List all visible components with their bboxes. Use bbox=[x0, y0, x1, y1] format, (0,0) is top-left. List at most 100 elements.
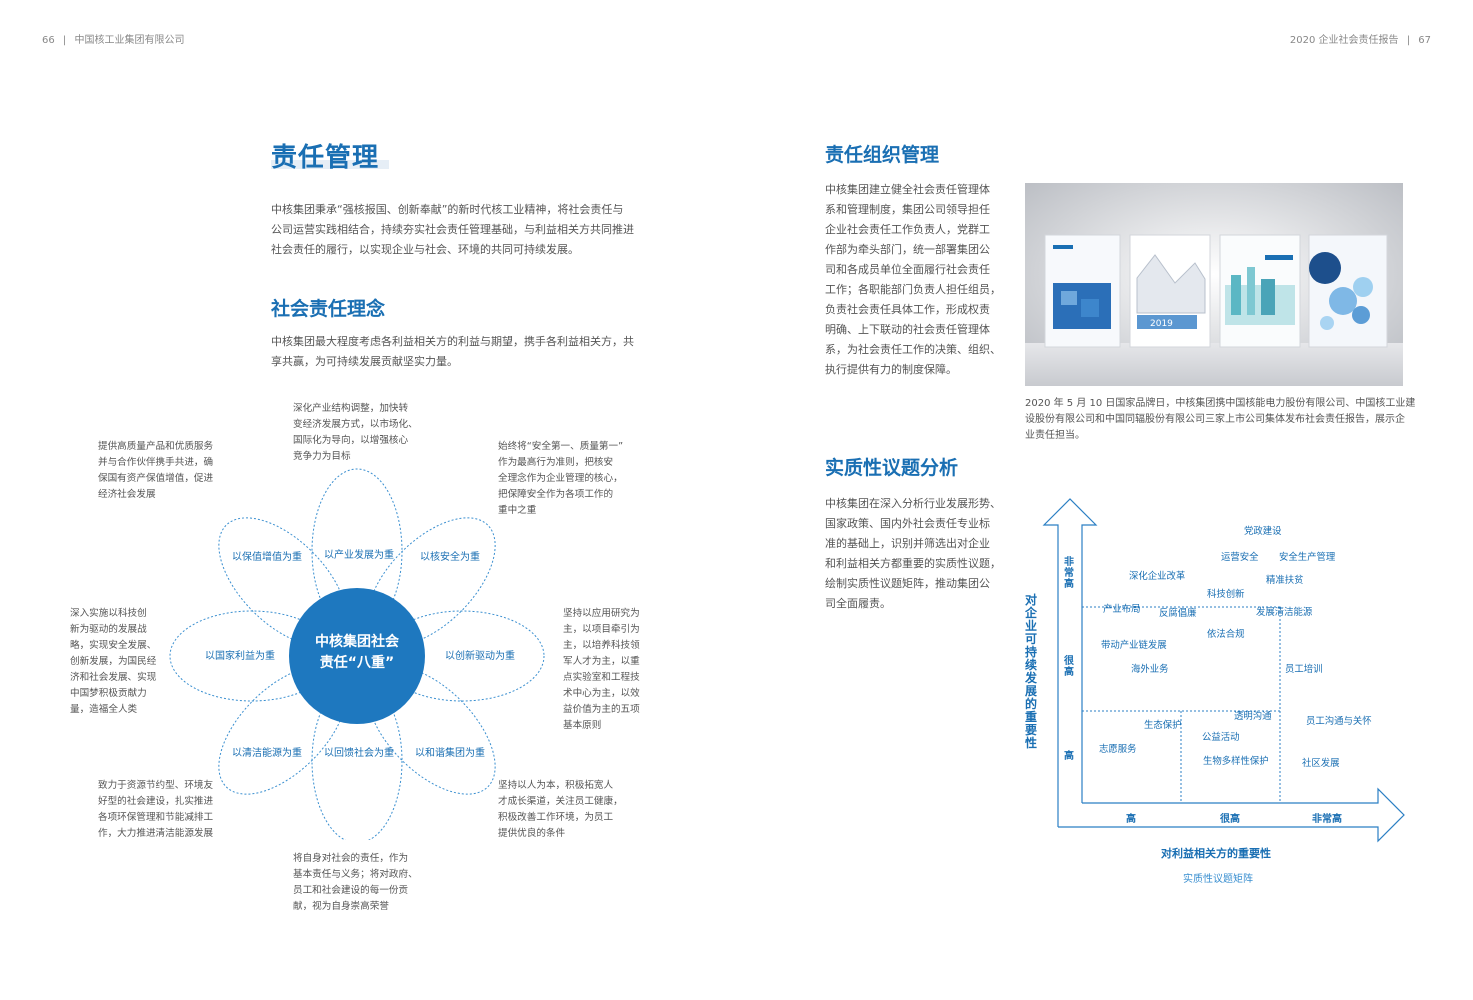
x-axis-title: 对利益相关方的重要性 bbox=[1161, 847, 1271, 860]
petal-label-national-interest: 以国家利益为重 bbox=[205, 651, 275, 662]
paragraph-line: 明确、上下联动的社会责任管理体 bbox=[825, 323, 990, 336]
y-axis-title: 对企业可持续发展的重要性 bbox=[1024, 593, 1037, 750]
paragraph-line: 作部为牵头部门，统一部署集团公 bbox=[825, 243, 990, 256]
note-line: 主，以培养科技领 bbox=[563, 640, 640, 651]
note-line: 献，视为自身崇高荣誉 bbox=[293, 901, 389, 912]
caption-line: 业责任担当。 bbox=[1025, 430, 1085, 441]
note-line: 积极改善工作环境，为员工 bbox=[498, 812, 614, 823]
topic-label: 公益活动 bbox=[1202, 732, 1240, 743]
note-line: 把保障安全作为各项工作的 bbox=[498, 489, 614, 500]
note-industry: 深化产业结构调整，加快转 变经济发展方式，以市场化、 国际化为导向，以增强核心 … bbox=[293, 401, 418, 465]
note-line: 基本责任与义务；将对政府、 bbox=[293, 869, 418, 880]
paragraph-line: 执行提供有力的制度保障。 bbox=[825, 363, 957, 376]
note-line: 坚持以人为本，积极拓宽人 bbox=[498, 780, 614, 791]
topic-label: 反腐倡廉 bbox=[1159, 608, 1197, 619]
topic-label: 科技创新 bbox=[1207, 589, 1245, 600]
paragraph-line: 负责社会责任具体工作，形成权责 bbox=[825, 303, 990, 316]
x-level-high: 高 bbox=[1126, 814, 1136, 825]
caption-line: 设股份有限公司和中国同辐股份有限公司三家上市公司集体发布社会责任报告，展示企 bbox=[1025, 414, 1405, 425]
topic-label: 海外业务 bbox=[1131, 664, 1169, 675]
report-cover-3 bbox=[1219, 234, 1301, 348]
note-line: 基本原则 bbox=[563, 720, 602, 731]
note-line: 点实验室和工程技 bbox=[563, 672, 640, 683]
note-line: 保国有资产保值增值，促进 bbox=[98, 473, 214, 484]
section-title-concept: 社会责任理念 bbox=[271, 298, 386, 320]
note-line: 致力于资源节约型、环境友 bbox=[98, 780, 214, 791]
right-header-separator: | bbox=[1406, 35, 1411, 46]
note-society: 将自身对社会的责任，作为 基本责任与义务；将对政府、 员工和社会建设的每一份贡 … bbox=[293, 851, 418, 915]
topic-label: 发展清洁能源 bbox=[1256, 607, 1313, 618]
note-line: 军人才为主，以重 bbox=[563, 656, 640, 667]
topic-label: 产业布局 bbox=[1103, 604, 1141, 615]
left-header-separator: | bbox=[62, 35, 67, 46]
paragraph-line: 企业社会责任工作负责人，党群工 bbox=[825, 223, 990, 236]
materiality-matrix-frame bbox=[1042, 498, 1405, 843]
note-line: 提供高质量产品和优质服务 bbox=[98, 441, 214, 452]
note-line: 并与合作伙伴携手共进，确 bbox=[98, 457, 214, 468]
petal-label-value: 以保值增值为重 bbox=[232, 552, 302, 563]
note-line: 始终将“安全第一、质量第一” bbox=[498, 441, 624, 452]
note-line: 济和社会发展、实现 bbox=[70, 672, 157, 683]
note-line: 主，以项目牵引为 bbox=[563, 624, 640, 635]
note-line: 全理念作为企业管理的核心， bbox=[498, 473, 623, 484]
left-page-number: 66 bbox=[42, 35, 55, 46]
caption-line: 2020 年 5 月 10 日国家品牌日，中核集团携中国核能电力股份有限公司、中… bbox=[1025, 398, 1416, 409]
topic-label: 运营安全 bbox=[1221, 552, 1259, 563]
report-release-photo: 2019 bbox=[1025, 183, 1403, 386]
note-value: 提供高质量产品和优质服务 并与合作伙伴携手共进，确 保国有资产保值增值，促进 经… bbox=[98, 439, 213, 503]
left-header-title: 中国核工业集团有限公司 bbox=[74, 35, 185, 46]
topic-label: 依法合规 bbox=[1207, 629, 1245, 640]
note-line: 益价值为主的五项 bbox=[563, 704, 640, 715]
petal-label-innovation: 以创新驱动为重 bbox=[445, 651, 515, 662]
topic-label: 带动产业链发展 bbox=[1101, 640, 1167, 651]
topic-label: 深化企业改革 bbox=[1129, 571, 1186, 582]
paragraph-line: 公司运营实践相结合，持续夯实社会责任管理基础，与利益相关方共同推进 bbox=[271, 223, 634, 236]
section-title-responsibility-management: 责任管理 bbox=[271, 143, 380, 173]
topic-label: 生物多样性保护 bbox=[1203, 756, 1269, 767]
note-line: 中国梦积极贡献力 bbox=[70, 688, 147, 699]
y-level-very-high: 非常高 bbox=[1064, 557, 1074, 590]
report-cover-2: 2019 bbox=[1129, 234, 1211, 348]
note-clean-energy: 致力于资源节约型、环境友 好型的社会建设，扎实推进 各项环保管理和节能减排工 作… bbox=[98, 778, 213, 842]
topic-label: 社区发展 bbox=[1302, 758, 1340, 769]
paragraph-line: 享共赢，为可持续发展贡献坚实力量。 bbox=[271, 355, 458, 368]
topic-label: 员工培训 bbox=[1285, 664, 1323, 675]
note-line: 变经济发展方式，以市场化、 bbox=[293, 419, 418, 430]
center-line: 责任“八重” bbox=[319, 655, 395, 671]
note-line: 将自身对社会的责任，作为 bbox=[293, 853, 409, 864]
paragraph-line: 社会责任的履行，以实现企业与社会、环境的共同可持续发展。 bbox=[271, 243, 579, 256]
note-line: 深入实施以科技创 bbox=[70, 608, 147, 619]
topic-label: 透明沟通 bbox=[1234, 711, 1272, 722]
paragraph-line: 系和管理制度，集团公司领导担任 bbox=[825, 203, 990, 216]
note-harmony: 坚持以人为本，积极拓宽人 才成长渠道，关注员工健康， 积极改善工作环境，为员工 … bbox=[498, 778, 623, 842]
flower-center-label: 中核集团社会 责任“八重” bbox=[289, 632, 425, 674]
paragraph-line: 国家政策、国内外社会责任专业标 bbox=[825, 517, 990, 530]
paragraph-line: 绘制实质性议题矩阵，推动集团公 bbox=[825, 577, 990, 590]
title-underline bbox=[271, 160, 389, 169]
report-cover-1 bbox=[1044, 234, 1121, 348]
note-nuclear-safety: 始终将“安全第一、质量第一” 作为最高行为准则，把核安 全理念作为企业管理的核心… bbox=[498, 439, 623, 519]
x-axis-arrow bbox=[1058, 787, 1405, 843]
photo-caption: 2020 年 5 月 10 日国家品牌日，中核集团携中国核能电力股份有限公司、中… bbox=[1025, 396, 1415, 444]
note-line: 好型的社会建设，扎实推进 bbox=[98, 796, 214, 807]
paragraph-line: 司和各成员单位全面履行社会责任 bbox=[825, 263, 990, 276]
petal-label-clean-energy: 以清洁能源为重 bbox=[232, 748, 302, 759]
note-line: 经济社会发展 bbox=[98, 489, 156, 500]
note-line: 竞争力为目标 bbox=[293, 451, 351, 462]
note-line: 员工和社会建设的每一份贡 bbox=[293, 885, 409, 896]
note-innovation: 坚持以应用研究为 主，以项目牵引为 主，以培养科技领 军人才为主，以重 点实验室… bbox=[563, 606, 640, 734]
x-level-very-high: 非常高 bbox=[1312, 814, 1342, 825]
right-running-header: 2020 企业社会责任报告 | 67 bbox=[1290, 31, 1431, 46]
note-line: 量，造福全人类 bbox=[70, 704, 138, 715]
right-header-title: 2020 企业社会责任报告 bbox=[1289, 35, 1399, 46]
note-line: 作，大力推进清洁能源发展 bbox=[98, 828, 214, 839]
paragraph-line: 中核集团最大程度考虑各利益相关方的利益与期望，携手各利益相关方，共 bbox=[271, 335, 634, 348]
section-title-materiality: 实质性议题分析 bbox=[825, 457, 959, 479]
y-axis-arrow bbox=[1042, 498, 1098, 827]
paragraph-line: 和利益相关方都重要的实质性议题， bbox=[825, 557, 1001, 570]
note-line: 作为最高行为准则，把核安 bbox=[498, 457, 614, 468]
petal-label-harmony: 以和谐集团为重 bbox=[415, 748, 485, 759]
note-line: 深化产业结构调整，加快转 bbox=[293, 403, 409, 414]
paragraph-line: 中核集团秉承“强核报国、创新奉献”的新时代核工业精神，将社会责任与 bbox=[271, 203, 624, 216]
petal-shape bbox=[366, 665, 496, 795]
